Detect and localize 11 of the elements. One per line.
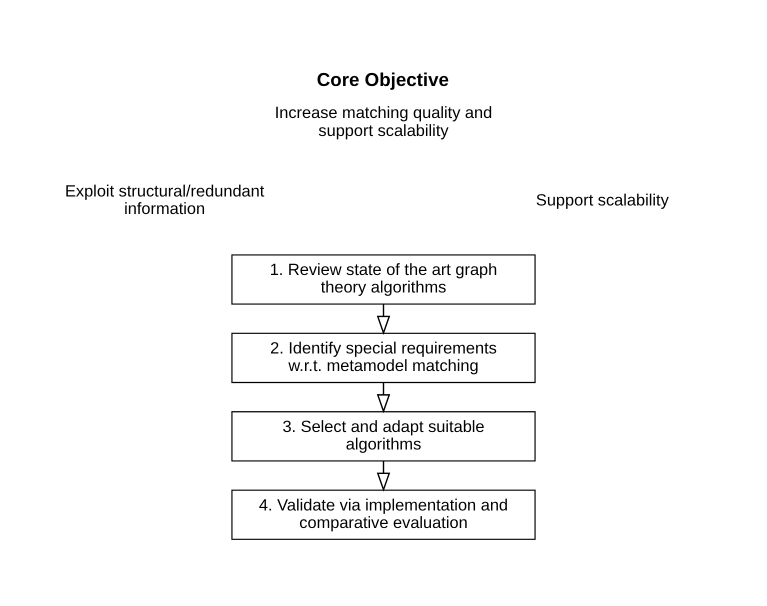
node-box: 3. Select and adapt suitable algorithms xyxy=(231,410,536,461)
label: Exploit structural/redundant information xyxy=(64,182,264,218)
diagram-title: Core Objective xyxy=(316,68,449,90)
arrow xyxy=(376,304,390,334)
arrow xyxy=(376,382,390,413)
node-box: 2. Identify special requirements w.r.t. metamodel matching xyxy=(231,332,536,383)
node-box: 1. Review state of the art graph theory algorithms xyxy=(231,254,536,304)
label: Increase matching quality and support scalability xyxy=(274,104,492,140)
label: Support scalability xyxy=(536,190,669,209)
node-box: 4. Validate via implementation and comparative evaluation xyxy=(231,489,536,540)
arrow xyxy=(376,460,390,492)
